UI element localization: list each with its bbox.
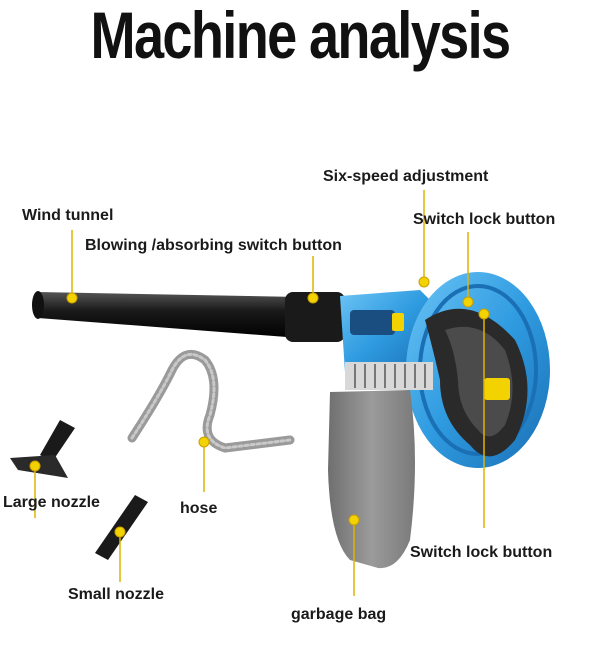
garbage-bag-shape <box>328 390 415 569</box>
blower-body <box>340 272 550 468</box>
label-switch-lock-button-top: Switch lock button <box>413 211 556 228</box>
label-switch-lock-button-bottom: Switch lock button <box>410 544 553 561</box>
leader-lines <box>34 190 485 596</box>
label-blowing-absorbing-switch: Blowing /absorbing switch button <box>85 237 342 254</box>
label-large-nozzle: Large nozzle <box>3 494 100 511</box>
wind-tunnel-tube <box>32 291 345 342</box>
blowing-switch-button-shape <box>392 313 404 331</box>
label-wind-tunnel: Wind tunnel <box>22 207 114 224</box>
label-small-nozzle: Small nozzle <box>68 586 165 603</box>
page-title: Machine analysis <box>90 0 512 72</box>
label-six-speed-adjustment: Six-speed adjustment <box>323 168 489 185</box>
label-hose: hose <box>180 500 218 517</box>
leader-dots <box>29 276 490 538</box>
label-garbage-bag: garbage bag <box>291 606 387 623</box>
large-nozzle-shape <box>10 420 75 478</box>
switch-lock-button-shape <box>484 378 510 400</box>
